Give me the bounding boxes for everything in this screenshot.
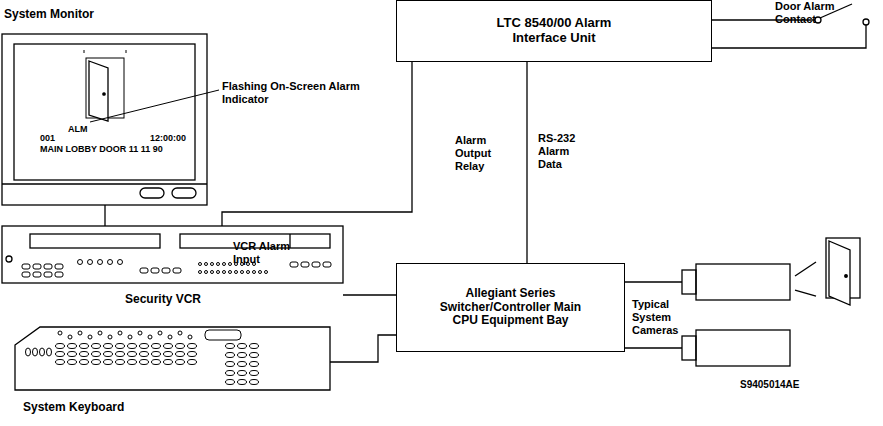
contact-wire — [712, 25, 866, 48]
system-keyboard: System Keyboard — [15, 327, 330, 390]
callout-label: Flashing On-Screen Alarm Indicator — [222, 80, 372, 106]
monitor-button — [172, 188, 196, 198]
connector-line — [330, 335, 396, 362]
signal-label: Alarm Output Relay — [455, 134, 515, 174]
leader-line — [90, 90, 219, 122]
device-title: System Keyboard — [23, 400, 124, 414]
door-knob — [103, 93, 105, 95]
connector-line — [343, 294, 396, 295]
device-title: System Monitor — [4, 7, 94, 21]
screen-text: 001 — [40, 133, 55, 143]
view-line — [795, 262, 816, 276]
connector-line — [526, 62, 527, 263]
flash-tick — [126, 50, 127, 53]
monitor-bezel — [2, 183, 207, 184]
vcr-housing — [2, 226, 343, 283]
screen-text: MAIN LOBBY DOOR 11 11 90 — [40, 144, 163, 154]
door-knob — [845, 275, 848, 278]
security-vcr: Security VCR — [2, 226, 343, 283]
screen-text: ALM — [68, 124, 88, 134]
door-icon — [89, 61, 108, 121]
view-line — [795, 290, 816, 296]
monitor-housing — [2, 34, 207, 205]
signal-label: VCR Alarm Input — [233, 240, 299, 266]
keyboard-housing — [15, 327, 330, 390]
monitor-screen — [14, 44, 195, 180]
contact-terminal — [863, 19, 869, 25]
door — [829, 241, 850, 305]
vcr-slot — [30, 234, 160, 248]
box-title: LTC 8540/00 Alarm Interface Unit — [472, 16, 637, 46]
connector-line — [222, 62, 412, 226]
flash-tick — [84, 50, 85, 53]
monitor-button — [140, 188, 164, 198]
device-label: Door Alarm Contact — [775, 0, 865, 26]
vcr-knob — [6, 256, 12, 262]
box-title: Allegiant Series Switcher/Controller Mai… — [426, 287, 596, 328]
camera — [625, 264, 790, 300]
system-monitor: System MonitorALM00112:00:00MAIN LOBBY D… — [2, 34, 207, 205]
device-title: Security VCR — [125, 292, 201, 306]
drawing-number: S9405014AE — [740, 379, 860, 391]
signal-label: RS-232 Alarm Data — [538, 132, 588, 172]
connector-line — [104, 205, 105, 226]
alarm-interface-box: LTC 8540/00 Alarm Interface Unit — [396, 0, 712, 62]
keyboard-keys — [26, 330, 259, 385]
device-label: Typical System Cameras — [632, 298, 686, 338]
screen-text: 12:00:00 — [150, 133, 186, 143]
vcr-buttons — [22, 260, 331, 278]
switcher-box: Allegiant Series Switcher/Controller Mai… — [396, 263, 625, 352]
